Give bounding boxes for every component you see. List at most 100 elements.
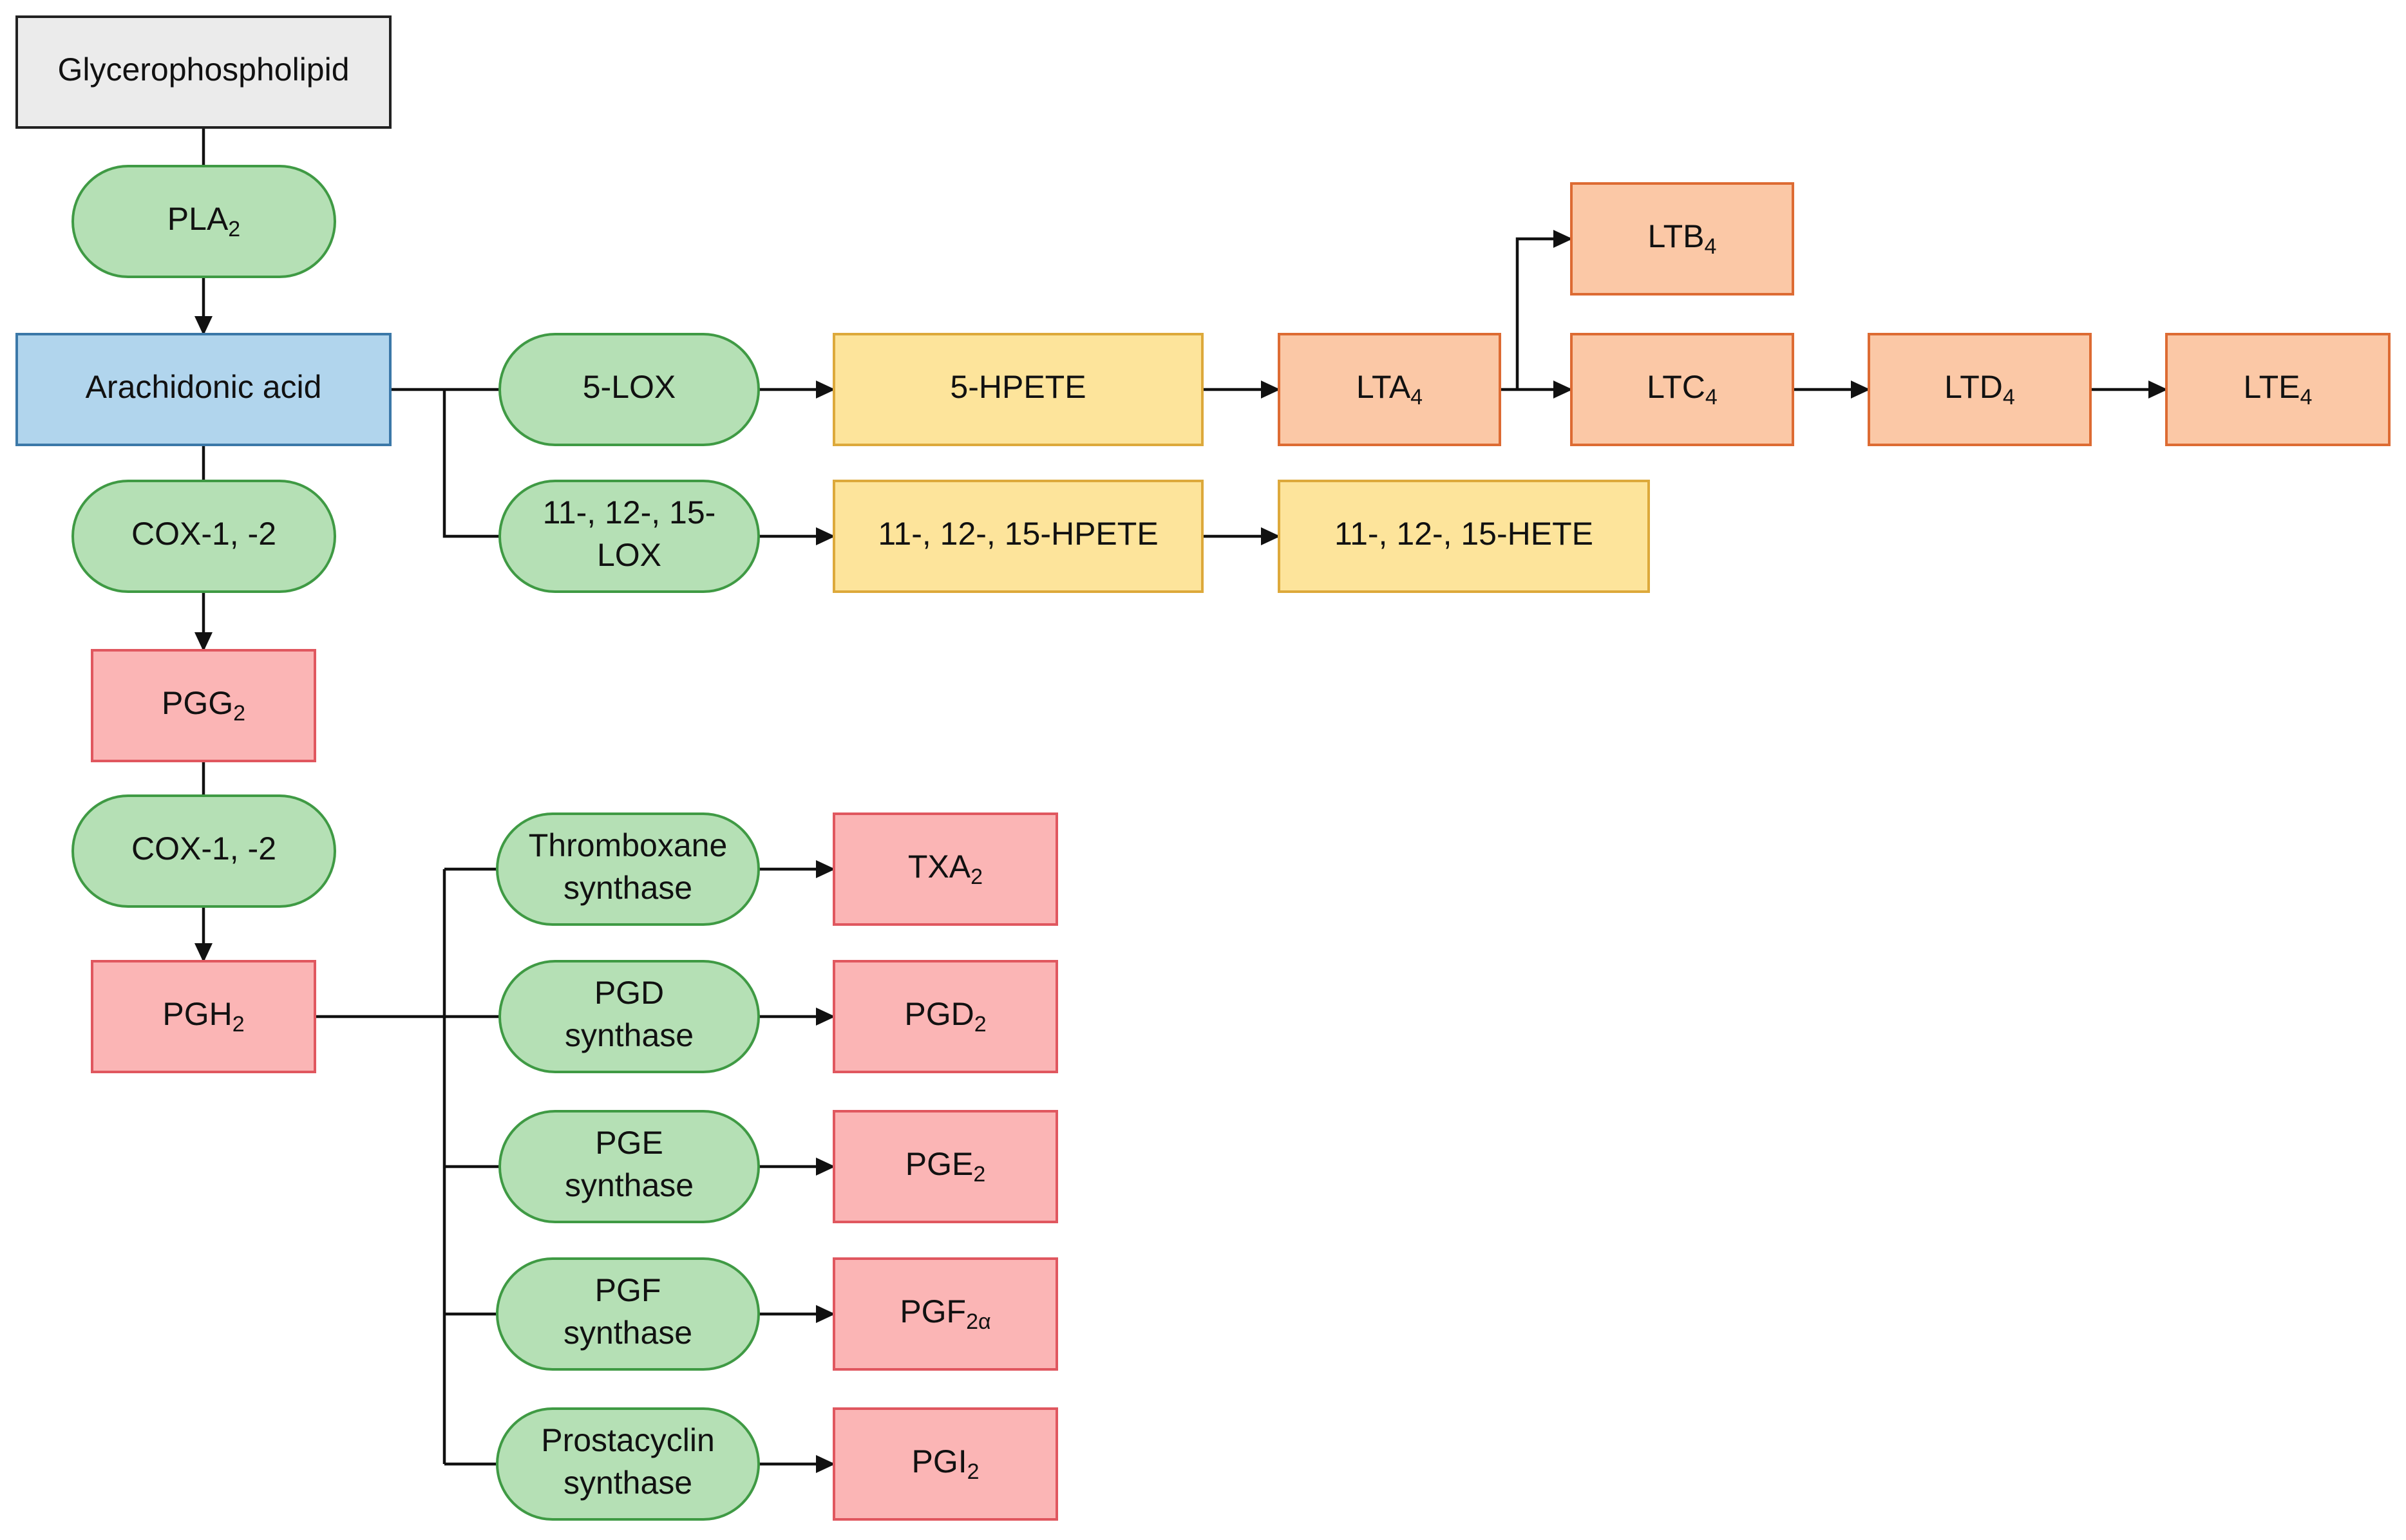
node-label: PGG2 <box>162 685 245 726</box>
enzyme-pill-pgd-synthase <box>498 960 760 1073</box>
node-pgh2: PGH2 <box>91 960 316 1073</box>
node-label-main: LTD <box>1944 369 2003 405</box>
node-label-main: Arachidonic acid <box>86 369 322 405</box>
edge-lta4-ltb4 <box>1515 230 1573 390</box>
node-label: LTE4 <box>2244 369 2313 409</box>
node-label: LTA4 <box>1356 369 1423 409</box>
node-label-main: 11-, 12-, 15-HETE <box>1334 516 1593 552</box>
node-label-subscript: 4 <box>1410 385 1423 409</box>
node-label-line-2: synthase <box>564 1465 692 1501</box>
node-label-main: 5-LOX <box>583 369 676 405</box>
metabolite-box-txa2 <box>833 812 1058 926</box>
node-label: PGH2 <box>162 996 244 1037</box>
node-pgg2: PGG2 <box>91 649 316 762</box>
node-label-main: PGH <box>162 996 232 1032</box>
node-label: Arachidonic acid <box>86 369 322 405</box>
node-label: LTC4 <box>1647 369 1718 409</box>
metabolite-box-lta4 <box>1278 333 1501 446</box>
node-arachidonic-acid: Arachidonic acid <box>15 333 392 446</box>
node-label-line-1: PGD <box>594 975 664 1011</box>
node-label-subscript: 2α <box>966 1310 991 1334</box>
enzyme-pill-lox11-12-15 <box>498 480 760 593</box>
node-label-main: COX-1, -2 <box>131 831 276 867</box>
metabolite-box-pgh2 <box>91 960 316 1073</box>
node-label-main: LTC <box>1647 369 1705 405</box>
node-label-main: COX-1, -2 <box>131 516 276 552</box>
node-label-main: 11-, 12-, 15-HPETE <box>878 516 1158 552</box>
node-label-subscript: 2 <box>974 1012 987 1037</box>
node-label: Glycerophospholipid <box>57 52 349 88</box>
node-lte4: LTE4 <box>2165 333 2391 446</box>
metabolite-box-lte4 <box>2165 333 2391 446</box>
enzyme-pill-prostacyclin-synthase <box>496 1407 760 1521</box>
metabolite-box-pgf2a <box>833 1257 1058 1371</box>
node-label: PGE2 <box>905 1146 986 1187</box>
node-label: COX-1, -2 <box>131 516 276 552</box>
node-glycerophospholipid: Glycerophospholipid <box>15 15 392 129</box>
node-label: PGD2 <box>904 996 986 1037</box>
node-lox11-12-15: 11-, 12-, 15-LOX <box>498 480 760 593</box>
node-label-line-2: synthase <box>564 870 692 906</box>
enzyme-pill-cox-first <box>71 480 336 593</box>
node-cox-first: COX-1, -2 <box>71 480 336 593</box>
node-lta4: LTA4 <box>1278 333 1501 446</box>
node-label: 11-, 12-, 15-HPETE <box>878 516 1158 552</box>
node-label: PGF2α <box>900 1293 990 1334</box>
node-label-main: LTE <box>2244 369 2300 405</box>
node-txa2: TXA2 <box>833 812 1058 926</box>
node-ltc4: LTC4 <box>1570 333 1794 446</box>
node-label-main: PGF <box>900 1293 966 1329</box>
node-label-line-1: Thromboxane <box>529 827 728 863</box>
metabolite-box-hpete11-12-15 <box>833 480 1204 593</box>
edges <box>194 127 2168 1473</box>
node-label-main: TXA <box>908 849 971 885</box>
enzyme-pill-lox5 <box>498 333 760 446</box>
node-ltd4: LTD4 <box>1868 333 2092 446</box>
node-cox-second: COX-1, -2 <box>71 794 336 908</box>
metabolite-box-ltc4 <box>1570 333 1794 446</box>
node-label-main: PGE <box>905 1146 974 1182</box>
node-label-subscript: 2 <box>973 1162 985 1187</box>
node-label-subscript: 2 <box>233 701 245 726</box>
node-label: LTB4 <box>1648 218 1717 259</box>
enzyme-pill-pla2 <box>71 165 336 278</box>
node-pgd-synthase: PGD synthase <box>498 960 760 1073</box>
node-label-line-2: LOX <box>597 537 661 573</box>
node-label-main: PLA <box>167 201 229 237</box>
node-pgf2a: PGF2α <box>833 1257 1058 1371</box>
enzyme-pill-thromboxane-synthase <box>496 812 760 926</box>
metabolite-box-glycerophospholipid <box>15 15 392 129</box>
enzyme-pill-pgf-synthase <box>496 1257 760 1371</box>
node-ltb4: LTB4 <box>1570 182 1794 296</box>
edge-branch-to-12lox <box>442 390 500 538</box>
node-label-line-2: synthase <box>565 1167 694 1203</box>
node-pgi2: PGI2 <box>833 1407 1058 1521</box>
node-label-line-2: synthase <box>565 1017 694 1053</box>
node-thromboxane-synthase: Thromboxane synthase <box>496 812 760 926</box>
enzyme-pill-cox-second <box>71 794 336 908</box>
node-label: 11-, 12-, 15-HETE <box>1334 516 1593 552</box>
node-label: COX-1, -2 <box>131 831 276 867</box>
metabolite-box-hete11-12-15 <box>1278 480 1650 593</box>
node-hpete5: 5-HPETE <box>833 333 1204 446</box>
metabolite-box-ltd4 <box>1868 333 2092 446</box>
metabolite-box-pgi2 <box>833 1407 1058 1521</box>
node-label-main: 5-HPETE <box>950 369 1086 405</box>
node-label: PGI2 <box>911 1443 979 1484</box>
node-label: 5-HPETE <box>950 369 1086 405</box>
metabolite-box-pgd2 <box>833 960 1058 1073</box>
node-label-main: Glycerophospholipid <box>57 52 349 88</box>
node-label-main: PGI <box>911 1443 967 1479</box>
metabolite-box-pgg2 <box>91 649 316 762</box>
node-label: LTD4 <box>1944 369 2015 409</box>
node-hpete11-12-15: 11-, 12-, 15-HPETE <box>833 480 1204 593</box>
node-label-line-2: synthase <box>564 1315 692 1351</box>
node-pge2: PGE2 <box>833 1110 1058 1223</box>
metabolite-box-hpete5 <box>833 333 1204 446</box>
node-hete11-12-15: 11-, 12-, 15-HETE <box>1278 480 1650 593</box>
